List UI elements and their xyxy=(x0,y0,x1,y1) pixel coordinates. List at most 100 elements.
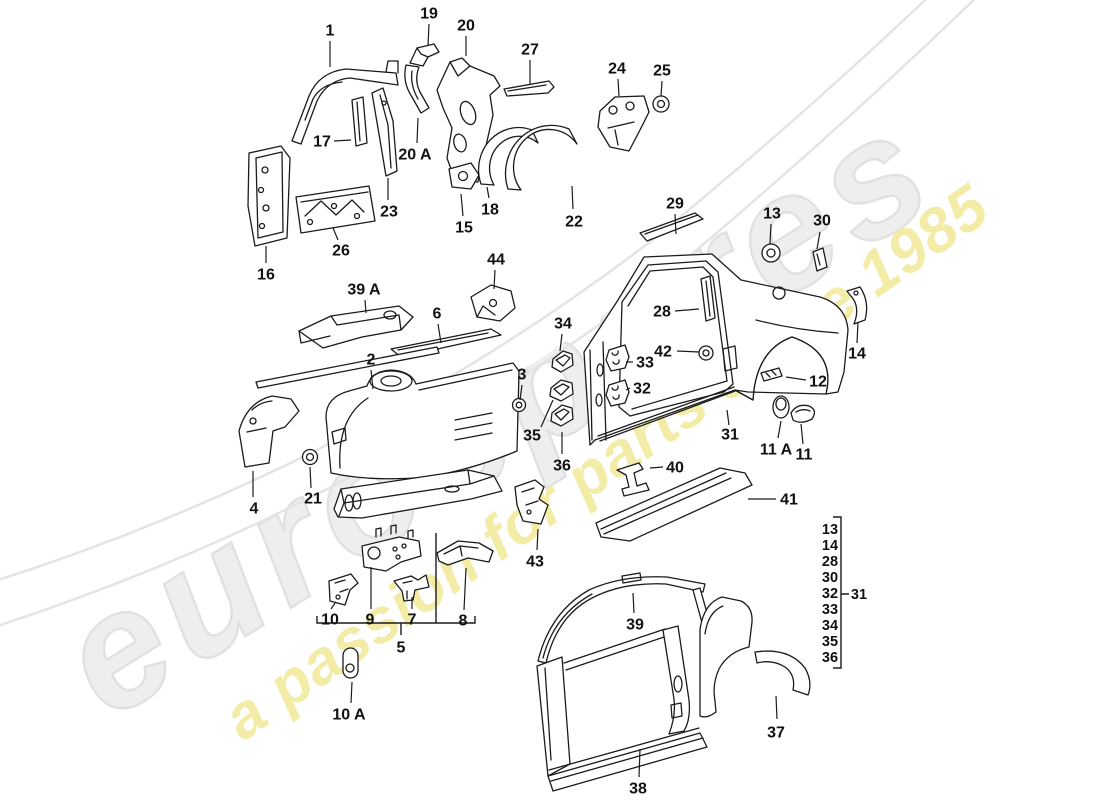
part-32-clamp xyxy=(605,379,630,407)
leader-29 xyxy=(674,213,677,235)
leader-21 xyxy=(309,466,312,489)
part-31-side-section xyxy=(583,253,849,446)
part-label-9: 9 xyxy=(366,612,375,629)
leader-28 xyxy=(674,308,700,312)
part-label-28: 28 xyxy=(653,304,671,321)
part-42-grommet xyxy=(698,345,714,361)
parts-layer xyxy=(238,43,868,792)
part-label-16: 16 xyxy=(257,267,275,284)
part-label-20A: 20 A xyxy=(398,147,432,164)
ref-list-item-35: 35 xyxy=(822,634,838,650)
part-39a-bracket-assembly xyxy=(298,305,414,349)
part-label-12: 12 xyxy=(809,374,827,391)
part-label-36: 36 xyxy=(553,458,571,475)
leader-6 xyxy=(437,323,442,344)
part-label-5: 5 xyxy=(397,640,406,657)
part-label-23: 23 xyxy=(380,204,398,221)
part-43-bracket xyxy=(514,479,549,525)
part-label-14: 14 xyxy=(848,346,866,363)
leader-8 xyxy=(463,567,467,611)
leader-24 xyxy=(617,78,620,97)
part-8-bracket xyxy=(436,540,494,566)
part-27-rail xyxy=(503,80,555,97)
part-label-1: 1 xyxy=(326,23,335,40)
part-label-42: 42 xyxy=(654,344,672,361)
part-label-39A: 39 A xyxy=(347,282,381,299)
part-15-bracket xyxy=(448,162,480,190)
part-label-11: 11 xyxy=(796,447,813,464)
part-41-sill-panel xyxy=(595,467,753,542)
part-label-4: 4 xyxy=(250,501,259,518)
part-16-inner-panel xyxy=(247,145,291,247)
part-label-17: 17 xyxy=(313,134,331,151)
part-12-clip xyxy=(760,367,783,382)
ref-list-group-label: 31 xyxy=(851,587,867,603)
ref-list-item-13: 13 xyxy=(822,522,838,538)
leader-10 xyxy=(330,602,336,610)
leader-11A xyxy=(777,420,782,439)
part-label-19: 19 xyxy=(420,6,438,23)
ref-list-bracket xyxy=(833,516,849,669)
part-label-26: 26 xyxy=(332,243,350,260)
part-label-6: 6 xyxy=(433,306,442,323)
part-label-3: 3 xyxy=(518,367,527,384)
part-24-mounting-bracket xyxy=(597,95,650,152)
part-label-44: 44 xyxy=(487,252,505,269)
part-label-33: 33 xyxy=(636,355,654,372)
leader-19 xyxy=(427,23,430,47)
part-25-grommet xyxy=(652,95,670,113)
part-33-clamp xyxy=(605,344,630,372)
part-13-grommet xyxy=(761,243,781,263)
part-22-wheel-arch-outer xyxy=(504,124,578,191)
leader-42 xyxy=(676,350,700,353)
part-label-11A: 11 A xyxy=(760,442,793,459)
part-label-34: 34 xyxy=(554,316,572,333)
part-label-22: 22 xyxy=(565,214,583,231)
ref-list-item-28: 28 xyxy=(822,554,838,570)
part-11-cap xyxy=(790,404,816,423)
part-18-wheel-arch-inner xyxy=(477,126,539,186)
part-label-32: 32 xyxy=(633,381,651,398)
part-1-windshield-frame xyxy=(291,60,399,145)
part-5-side-member xyxy=(333,469,503,519)
part-9-bracket xyxy=(361,524,422,572)
leader-40 xyxy=(649,466,664,469)
leader-13 xyxy=(769,223,772,245)
part-17-pillar-channel xyxy=(351,96,368,147)
ref-list-item-33: 33 xyxy=(822,602,838,618)
leader-3 xyxy=(519,384,523,401)
ref-list-item-36: 36 xyxy=(822,650,838,666)
part-2-wheel-housing xyxy=(325,362,520,480)
part-30-clip xyxy=(812,247,828,272)
leader-43 xyxy=(536,528,539,551)
part-40-clip xyxy=(616,462,650,497)
ref-list-item-14: 14 xyxy=(822,538,838,554)
part-label-25: 25 xyxy=(653,63,671,80)
part-label-24: 24 xyxy=(608,61,626,78)
part-3-grommet xyxy=(511,397,527,413)
leader-30 xyxy=(816,231,821,250)
leader-32 xyxy=(625,387,631,391)
part-38-side-panel xyxy=(536,596,753,792)
swoosh-edge-top xyxy=(0,0,928,581)
part-label-8: 8 xyxy=(459,613,468,630)
leader-38 xyxy=(638,748,641,778)
part-37-wheel-arch-section xyxy=(754,650,811,696)
part-7-bracket xyxy=(393,574,430,602)
part-label-15: 15 xyxy=(455,220,473,237)
part-36-clip xyxy=(550,404,574,427)
leader-18 xyxy=(486,186,490,199)
part-label-31: 31 xyxy=(721,427,739,444)
part-2-rail xyxy=(255,346,440,389)
group5-bracket xyxy=(316,616,476,635)
ref-list-item-30: 30 xyxy=(822,570,838,586)
leader-12 xyxy=(785,376,807,381)
part-label-40: 40 xyxy=(666,460,684,477)
part-label-2: 2 xyxy=(367,352,376,369)
leader-39 xyxy=(632,592,635,614)
leader-22 xyxy=(571,185,574,210)
leader-15 xyxy=(460,193,464,217)
leader-31 xyxy=(726,409,730,426)
